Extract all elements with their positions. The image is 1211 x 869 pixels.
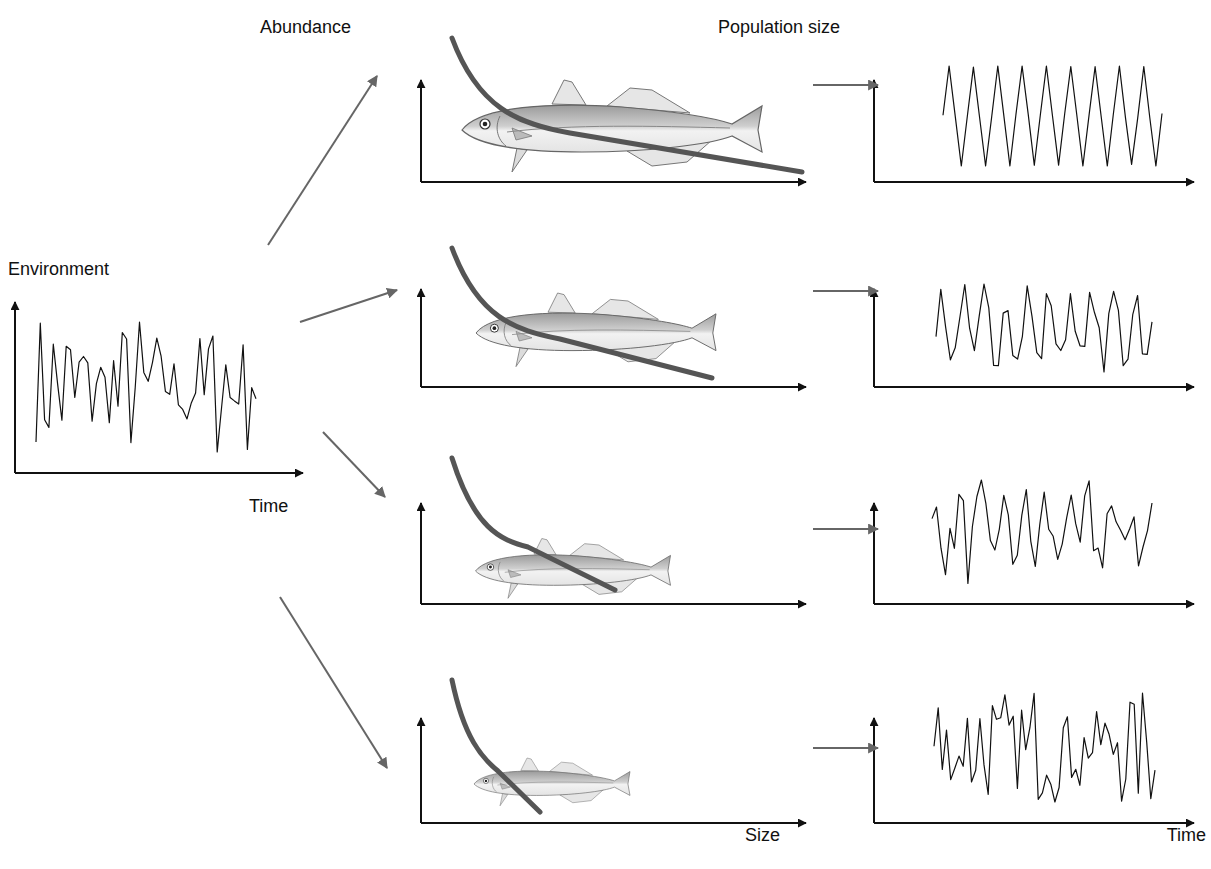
- axis-label: Size: [745, 826, 780, 846]
- axis-label: Population size: [718, 18, 840, 38]
- time-series: [943, 66, 1162, 166]
- time-series: [36, 322, 256, 452]
- time-series: [934, 693, 1155, 802]
- time-series: [932, 480, 1152, 583]
- axis-label: Abundance: [260, 18, 351, 38]
- time-series: [936, 284, 1152, 372]
- axis-label: Time: [249, 497, 288, 517]
- axis-label: Time: [1167, 826, 1206, 846]
- axis-label: Environment: [8, 260, 109, 280]
